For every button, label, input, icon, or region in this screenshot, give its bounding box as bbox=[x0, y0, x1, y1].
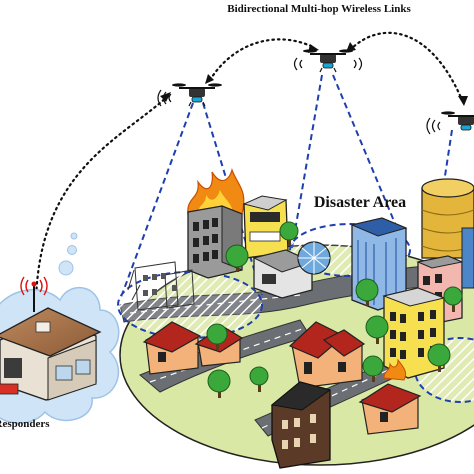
tree-icon bbox=[225, 244, 249, 272]
tree-icon bbox=[279, 221, 299, 246]
drone-icon bbox=[441, 111, 474, 131]
house-center bbox=[288, 321, 366, 389]
signal-waves-icon bbox=[293, 57, 363, 71]
link-drone-center-to-right bbox=[348, 31, 464, 102]
fire-icon bbox=[187, 167, 245, 216]
trees bbox=[206, 221, 463, 398]
disaster-area-label: Disaster Area bbox=[314, 194, 406, 211]
drone-left bbox=[157, 83, 222, 107]
globe-dome bbox=[297, 241, 331, 275]
house-left bbox=[142, 321, 202, 375]
tree-icon bbox=[427, 343, 451, 372]
tree-icon bbox=[249, 366, 269, 392]
tree-icon bbox=[365, 315, 389, 344]
collapsed-building bbox=[127, 261, 195, 311]
drone-right bbox=[426, 111, 474, 135]
link-drone-to-responders bbox=[34, 94, 170, 302]
wireless-links bbox=[34, 31, 464, 302]
fire-icon bbox=[383, 358, 407, 381]
brick-building bbox=[270, 381, 332, 469]
signal-waves-icon bbox=[157, 89, 172, 107]
yellow-building bbox=[242, 195, 289, 259]
tree-icon bbox=[207, 369, 231, 398]
signal-waves-icon bbox=[426, 117, 441, 135]
link-drone-left-to-center bbox=[208, 38, 317, 82]
house-lower-right bbox=[358, 383, 422, 435]
tree-icon bbox=[443, 286, 463, 312]
tree-icon bbox=[362, 355, 384, 382]
responder-station bbox=[0, 307, 102, 401]
links-title: Bidirectional Multi-hop Wireless Links bbox=[227, 3, 411, 15]
drone-icon bbox=[303, 49, 353, 73]
drone-center bbox=[293, 49, 363, 73]
antenna-icon bbox=[20, 276, 48, 312]
tree-icon bbox=[355, 278, 379, 306]
tree-icon bbox=[206, 323, 228, 350]
blue-building-edge bbox=[461, 227, 474, 289]
responders-label: Responders bbox=[0, 418, 50, 430]
drone-icon bbox=[172, 83, 222, 107]
